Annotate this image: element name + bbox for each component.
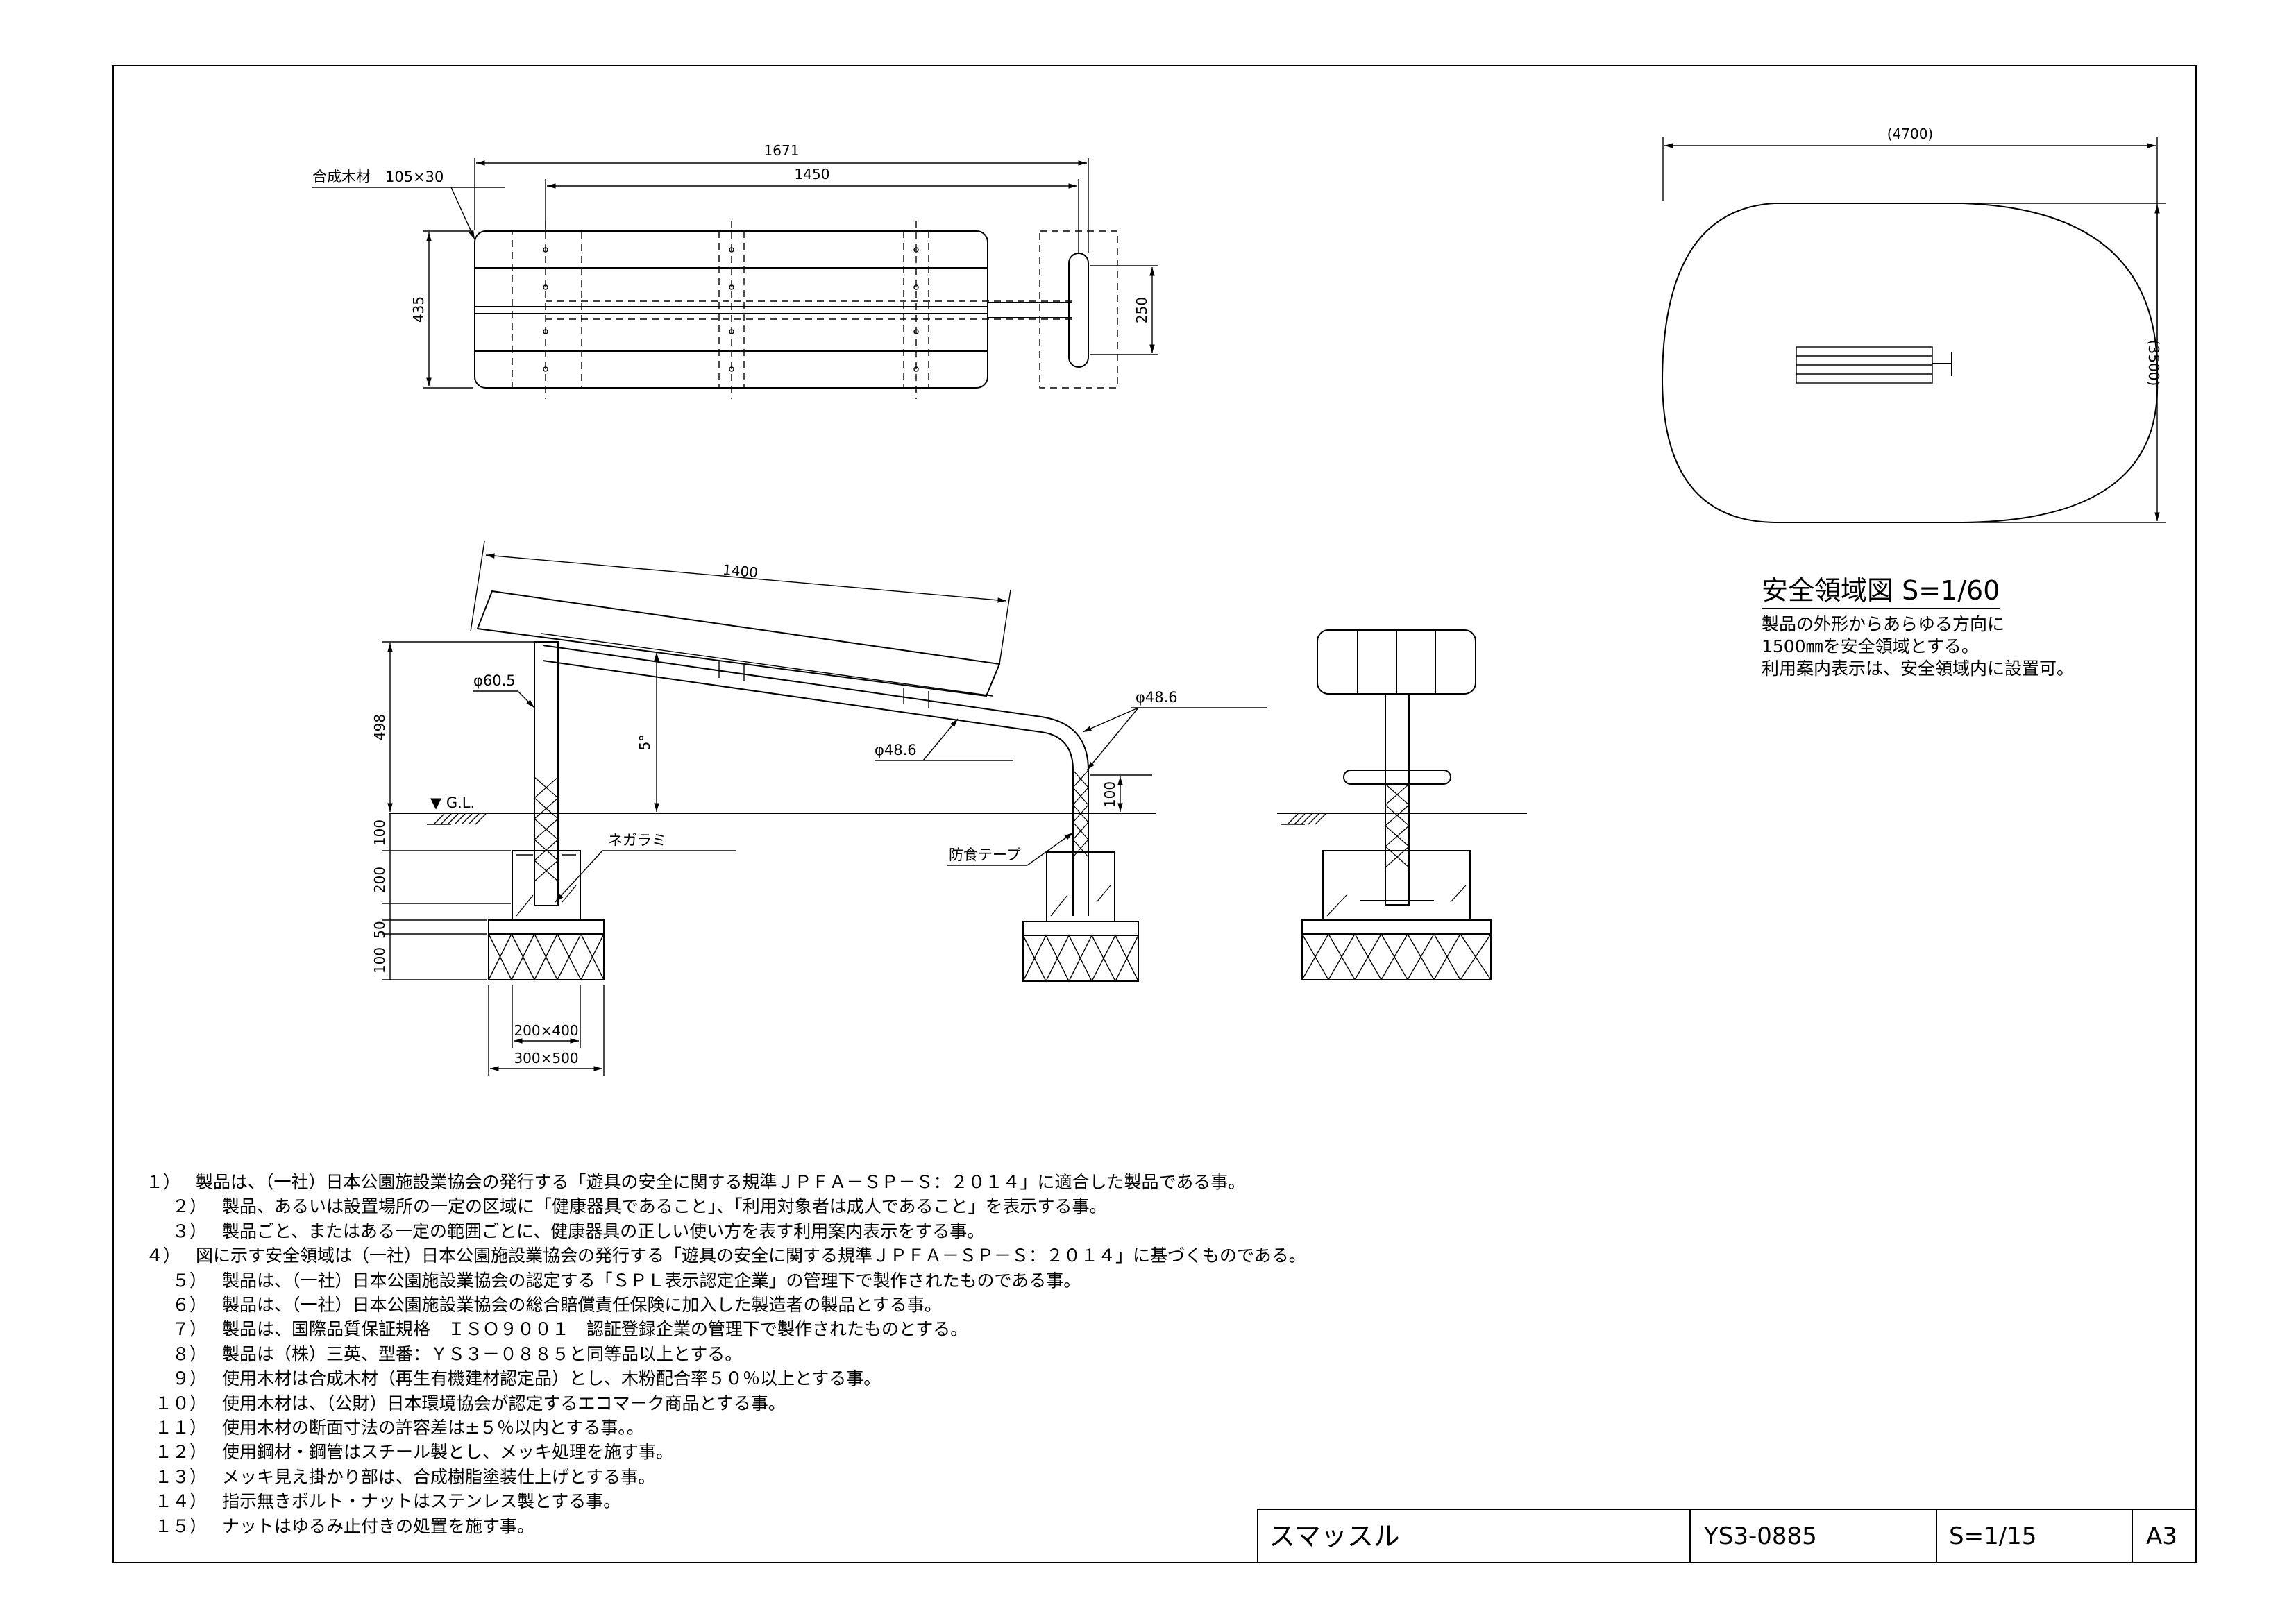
note-number: ２） [171,1196,207,1217]
safety-area-line: 製品の外形からあらゆる方向に [1762,614,2005,634]
note-number: ８） [171,1343,207,1364]
pipe-post-label: φ60.5 [473,672,516,689]
root-wrap-label: ネガラミ [608,832,666,849]
angle-label: 5° [636,735,653,751]
anticorrosion-label: 防食テープ [949,847,1021,863]
footing-bottom-size: 300×500 [514,1050,578,1067]
dim-embed-100: 100 [371,819,388,846]
note-number: ４） [146,1246,181,1266]
footing-top-size: 200×400 [514,1022,578,1039]
sloped-seat-board [476,590,1001,697]
specification-notes: １） 製品は、（一社）日本公園施設業協会の発行する「遊具の安全に関する規準ＪＰＦＡ… [146,1170,1306,1538]
paper-size: A3 [2146,1522,2177,1550]
note-number: ５） [171,1270,207,1291]
note-item: ２） 製品、あるいは設置場所の一定の区域に「健康器具であること」、「利用対象者は成… [146,1194,1242,1218]
note-text: 指示無きボルト・ナットはステンレス製とする事。 [222,1491,621,1512]
drawing-scale: S=1/15 [1949,1522,2037,1550]
note-item: １３） メッキ見え掛かり部は、合成樹脂塗装仕上げとする事。 [146,1465,1242,1489]
note-number: １３） [154,1466,207,1487]
note-text: メッキ見え掛かり部は、合成樹脂塗装仕上げとする事。 [222,1466,656,1487]
note-text: 製品、あるいは設置場所の一定の区域に「健康器具であること」、「利用対象者は成人で… [222,1196,1107,1217]
note-number: ３） [171,1221,207,1241]
dim-height: 498 [371,714,388,740]
material-label: 合成木材 105×30 [312,169,444,185]
note-text: 製品は、（一社）日本公園施設業協会の認定する「ＳＰＬ表示認定企業」の管理下で製作… [222,1270,1081,1291]
note-number: １） [146,1172,181,1192]
dim-slope-length: 1400 [722,561,759,581]
dim-safety-width: (3500) [2145,340,2162,386]
note-text: 使用木材の断面寸法の許容差は±５％以内とする事。。 [222,1418,644,1438]
note-item: ８） 製品は（株）三英、型番：ＹＳ３－０８８５と同等品以上とする。 [146,1342,1242,1366]
ground-level-label: ▼ G.L. [430,794,475,811]
note-item: ６） 製品は、（一社）日本公園施設業協会の総合賠償責任保険に加入した製造者の製品と… [146,1293,1242,1317]
dim-footing-200: 200 [371,867,388,893]
note-text: 製品は、国際品質保証規格 ＩＳＯ９００１ 認証登録企業の管理下で製作されたものと… [222,1319,968,1340]
note-item: １５） ナットはゆるみ止付きの処置を施す事。 [146,1514,1242,1538]
safety-area-description: 安全領域図 S=1/60 製品の外形からあらゆる方向に 1500㎜を安全領域とす… [1762,575,2074,680]
product-name: スマッスル [1269,1521,1400,1552]
note-item: １１） 使用木材の断面寸法の許容差は±５％以内とする事。。 [146,1416,1242,1440]
safety-area-title: 安全領域図 S=1/60 [1762,575,2000,609]
safety-area-view: (4700) (3500) [1661,126,2166,523]
dim-inner-length: 1450 [795,166,830,182]
note-item: ７） 製品は、国際品質保証規格 ＩＳＯ９００１ 認証登録企業の管理下で製作されたも… [146,1317,1242,1341]
side-view: 1400 498 5° 100 200 50 100 100 200×400 3… [371,541,1267,1076]
note-item: １４） 指示無きボルト・ナットはステンレス製とする事。 [146,1489,1242,1513]
note-item: ９） 使用木材は合成木材（再生有機建材認定品）とし、木粉配合率５０％以上とする事。 [146,1366,1242,1391]
note-text: 使用木材は合成木材（再生有機建材認定品）とし、木粉配合率５０％以上とする事。 [222,1368,881,1389]
foot-pedal [1068,253,1089,368]
note-number: １４） [154,1491,207,1512]
note-number: １２） [154,1442,207,1463]
top-view: 1671 1450 435 250 合成木材 105×30 [312,142,1158,399]
note-text: 図に示す安全領域は（一社）日本公園施設業協会の発行する「遊具の安全に関する規準Ｊ… [196,1246,1306,1266]
note-number: ７） [171,1319,207,1340]
note-item: ５） 製品は、（一社）日本公園施設業協会の認定する「ＳＰＬ表示認定企業」の管理下で… [146,1268,1242,1293]
drawing-frame [112,65,2197,1563]
note-text: 使用鋼材・鋼管はスチール製とし、メッキ処理を施す事。 [222,1442,674,1463]
dim-post-100: 100 [1101,781,1118,808]
note-text: 製品は、（一社）日本公園施設業協会の発行する「遊具の安全に関する規準ＪＰＦＡ－Ｓ… [196,1172,1246,1192]
note-item: １０） 使用木材は、（公財）日本環境協会が認定するエコマーク商品とする事。 [146,1391,1242,1416]
dim-base-50: 50 [371,921,388,938]
note-text: 製品は（株）三英、型番：ＹＳ３－０８８５と同等品以上とする。 [222,1343,743,1364]
front-view [1277,629,1527,981]
pipe-bend-label: φ48.6 [1136,689,1178,706]
note-item: １２） 使用鋼材・鋼管はスチール製とし、メッキ処理を施す事。 [146,1440,1242,1464]
note-item: ４） 図に示す安全領域は（一社）日本公園施設業協会の発行する「遊具の安全に関する規… [146,1243,1306,1268]
note-number: ９） [171,1368,207,1389]
safety-area-line: 利用案内表示は、安全領域内に設置可。 [1762,658,2075,679]
dim-overall-length: 1671 [764,142,800,159]
note-number: １５） [154,1515,207,1536]
note-text: 使用木材は、（公財）日本環境協会が認定するエコマーク商品とする事。 [222,1393,786,1413]
note-number: １１） [154,1418,207,1438]
safety-area-line: 1500㎜を安全領域とする。 [1762,636,1979,656]
title-block [1257,1509,2197,1563]
note-number: １０） [154,1393,207,1413]
dim-base-100: 100 [371,947,388,974]
model-number: YS3-0885 [1704,1522,1817,1550]
note-text: 製品ごと、またはある一定の範囲ごとに、健康器具の正しい使い方を表す利用案内表示を… [222,1221,985,1241]
note-number: ６） [171,1295,207,1316]
pipe-bar-label: φ48.6 [875,742,917,758]
note-text: ナットはゆるみ止付きの処置を施す事。 [222,1515,535,1536]
dim-safety-length: (4700) [1887,126,1934,142]
note-item: １） 製品は、（一社）日本公園施設業協会の発行する「遊具の安全に関する規準ＪＰＦＡ… [146,1170,1246,1194]
dim-pedal: 250 [1133,297,1150,323]
note-item: ３） 製品ごと、またはある一定の範囲ごとに、健康器具の正しい使い方を表す利用案内表… [146,1219,1242,1243]
note-text: 製品は、（一社）日本公園施設業協会の総合賠償責任保険に加入した製造者の製品とする… [222,1295,942,1316]
dim-width: 435 [410,296,427,323]
safety-area-outline [1661,203,2159,523]
